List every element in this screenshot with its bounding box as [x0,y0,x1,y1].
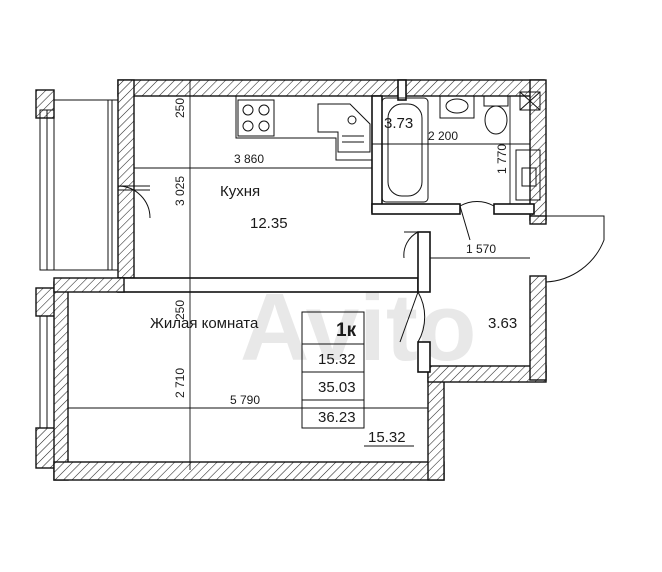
room-bath-area: 3.73 [384,115,413,132]
living-area-label: 15.32 [368,429,406,446]
partition-bath-left [371,95,383,213]
partition-bath-bottom-right [493,203,535,215]
door-entrance [545,215,605,283]
dimension-lines [68,79,530,470]
partition-living-hall [417,231,431,293]
partition-bath-bottom [371,203,461,215]
dim-mid-wall: 250 [173,300,187,320]
bathtub-icon [381,97,429,203]
window-kitchen [39,99,119,271]
window-living [39,315,55,429]
partition-top-stub [397,79,407,101]
wall-left-column [35,89,55,119]
partition-kitchen-living [117,277,419,293]
door-kitchen [403,231,430,259]
door-living [399,291,426,343]
dim-kitchen-width: 3 860 [234,152,264,166]
wall-right-living [427,367,445,481]
wall-hall-bottom [427,365,547,383]
wall-bottom [53,461,445,481]
summary-type: 1к [336,320,357,341]
summary-total-area: 35.03 [318,379,356,396]
washbasin-icon [439,95,475,119]
summary-table [301,311,414,447]
partition-kitchen-living-left [53,277,125,293]
door-bath [459,200,495,241]
toilet-icon [483,95,509,135]
room-kitchen-name: Кухня [220,183,260,200]
summary-living-area: 15.32 [318,351,356,368]
dim-top-wall: 250 [173,98,187,118]
partition-living-hall-lower [417,341,431,373]
dim-living-depth: 2 710 [173,368,187,398]
dim-living-width: 5 790 [230,393,260,407]
dim-bath-depth: 1 770 [495,144,509,174]
room-kitchen-area: 12.35 [250,215,288,232]
countertop [235,95,373,161]
wall-right-hall [529,275,547,381]
door-balcony [117,185,151,219]
sink-icon [317,103,371,153]
dim-bath-width: 2 200 [428,129,458,143]
dim-kitchen-depth: 3 025 [173,176,187,206]
summary-total-with-balcony: 36.23 [318,409,356,426]
dim-hall-width: 1 570 [466,242,496,256]
room-living-name: Жилая комната [150,315,259,332]
wall-top [117,79,545,97]
wall-entrance [529,215,547,225]
wall-left-upper [117,79,135,279]
room-hall-area: 3.63 [488,315,517,332]
shaft-box [515,91,541,201]
stove-icon [237,99,275,137]
wall-left-lower [53,281,69,481]
